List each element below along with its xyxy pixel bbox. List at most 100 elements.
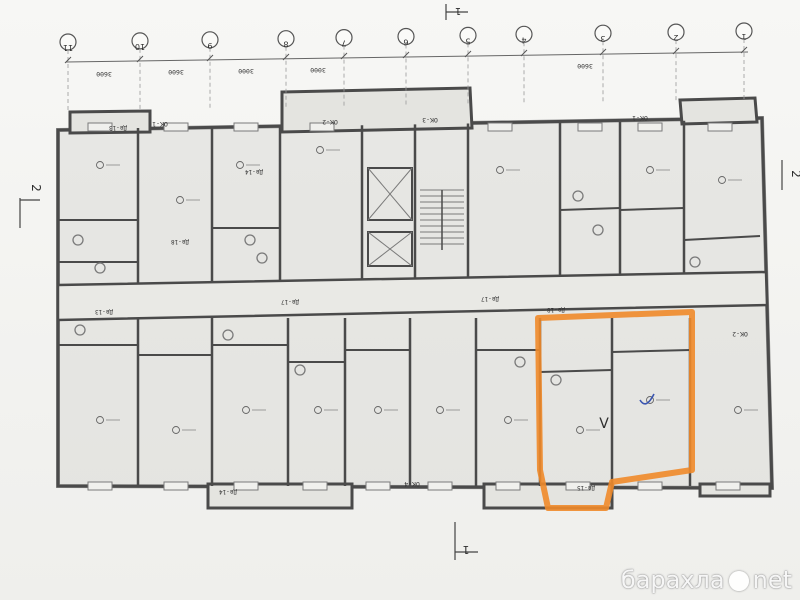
room-tag-icon [646, 166, 654, 174]
window-top [163, 122, 189, 132]
room-tag-icon [96, 416, 104, 424]
stair-core [367, 167, 464, 267]
dimension-tick [740, 46, 748, 54]
door-mark-label: Дв-18 [547, 306, 565, 313]
window-bottom [163, 481, 189, 491]
window-mark-label: ОК-4 [404, 480, 420, 488]
room-tag-icon [496, 166, 504, 174]
dimension-tick [402, 51, 410, 59]
axis-label: 11 [63, 43, 73, 52]
window-bottom [87, 481, 113, 491]
door-mark-label: Дв-17 [281, 298, 299, 305]
bathroom-wall [611, 349, 691, 353]
window-bottom [565, 481, 591, 491]
plumbing-fixture [514, 356, 526, 368]
axis-label: 10 [135, 42, 145, 51]
section-label-top: 1 [455, 5, 461, 16]
window-bottom [427, 481, 453, 491]
dimension-value: 3000 [238, 67, 254, 75]
window-top [487, 122, 513, 132]
room-tag-icon [646, 396, 654, 404]
plumbing-fixture [94, 262, 106, 274]
window-top [637, 122, 663, 132]
top-right-bay [678, 96, 759, 126]
dimension-value: 3000 [310, 66, 326, 74]
plumbing-fixture [72, 234, 84, 246]
plumbing-fixture [294, 364, 306, 376]
plumbing-fixture [256, 252, 268, 264]
room-tag-icon [504, 416, 512, 424]
plumbing-fixture [74, 324, 86, 336]
window-bottom [365, 481, 391, 491]
room-tag-icon [316, 146, 324, 154]
building-outline [56, 86, 775, 510]
elevator-cross [367, 167, 413, 221]
room-tag-icon [718, 176, 726, 184]
axis-label: 5 [465, 36, 470, 45]
plumbing-fixture [592, 224, 604, 236]
highlighted-apartment: V [535, 309, 695, 511]
window-top [577, 122, 603, 132]
room-tag-icon [242, 406, 250, 414]
room-tag-icon [236, 161, 244, 169]
bathroom-wall [539, 369, 613, 373]
dimension-tick [206, 54, 214, 62]
room-tag-icon [172, 426, 180, 434]
handwritten-check-icon [639, 393, 655, 405]
plumbing-fixture [572, 190, 584, 202]
top-bay [280, 86, 474, 134]
room-tag-icon [176, 196, 184, 204]
plumbing-fixture [244, 234, 256, 246]
door-mark-label: Дв-13 [95, 308, 113, 315]
window-mark-label: ОК-1 [152, 120, 168, 128]
window-top [87, 122, 113, 132]
window-mark-label: ОК-2 [322, 118, 338, 126]
door-mark-label: Дв-13 [109, 124, 127, 131]
door-mark-label: Дв-14 [219, 488, 237, 495]
room-tag-icon [96, 161, 104, 169]
axis-label: 8 [283, 40, 288, 49]
axis-label: 4 [521, 35, 526, 44]
room-tag-icon [436, 406, 444, 414]
window-top [233, 122, 259, 132]
dimension-tick [599, 48, 607, 56]
dimension-tick [64, 56, 72, 64]
dimension-tick [464, 50, 472, 58]
section-label-bottom: 1 [463, 543, 470, 556]
window-bottom [495, 481, 521, 491]
door-mark-label: Дв-15 [577, 484, 595, 491]
window-bottom [233, 481, 259, 491]
door-mark-label: Дв-17 [481, 295, 499, 302]
section-marks: 2211 [19, 4, 800, 560]
axis-label: 6 [403, 38, 408, 47]
watermark-dot-icon [728, 571, 749, 591]
axis-label: 9 [207, 41, 212, 50]
dimension-value: 3600 [168, 68, 184, 76]
plumbing-fixture [222, 329, 234, 341]
room-tag-icon [576, 426, 584, 434]
watermark-brand: барахла [620, 566, 725, 594]
window-mark-label: ОК-1 [632, 114, 648, 122]
window-top [707, 122, 733, 132]
window-bottom [302, 481, 328, 491]
section-label-left: 2 [29, 184, 43, 192]
room-tag-icon [734, 406, 742, 414]
elevator-shaft-2 [367, 231, 413, 267]
plumbing-fixture [689, 256, 701, 268]
axis-label: 1 [741, 32, 746, 41]
bathroom-wall [559, 207, 621, 211]
window-top [309, 122, 335, 132]
section-label-right: 2 [789, 170, 800, 178]
bathroom-wall [683, 235, 761, 241]
watermark: барахла net [621, 566, 792, 594]
bottom-loggia-left [206, 482, 354, 510]
window-mark-label: ОК-2 [732, 330, 748, 338]
dimension-tick [672, 47, 680, 55]
room-tag-icon [314, 406, 322, 414]
axis-label: 3 [600, 34, 605, 43]
corridor [56, 270, 769, 322]
